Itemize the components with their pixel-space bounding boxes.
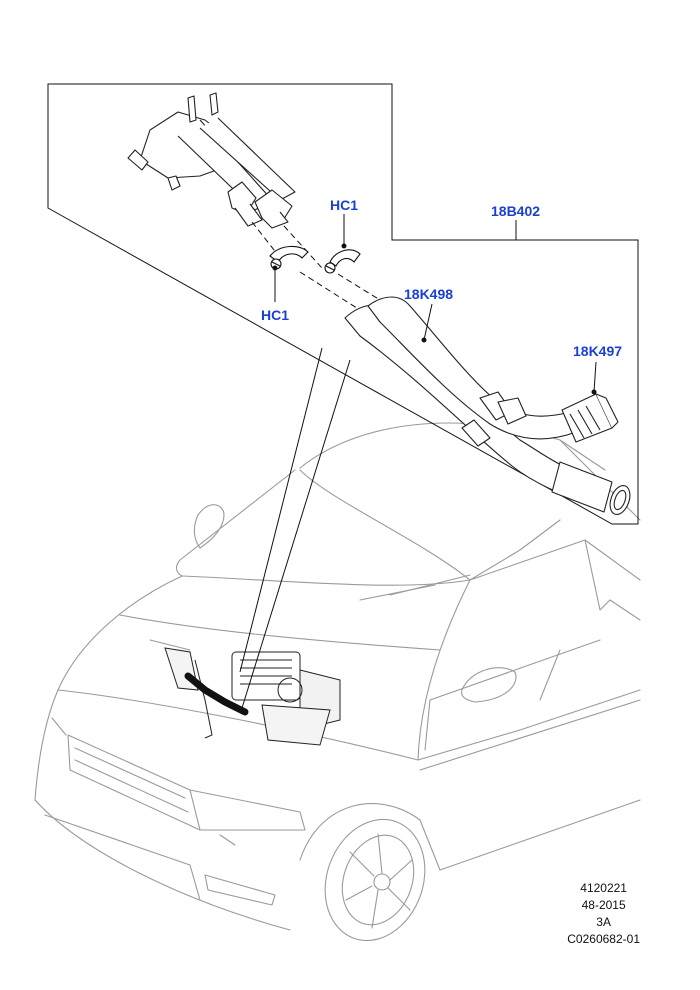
reference-date: 48-2015 bbox=[581, 898, 626, 912]
callout-18b402: 18B402 bbox=[491, 203, 540, 219]
reference-code: C0260682-01 bbox=[567, 932, 640, 946]
heater-core bbox=[127, 92, 296, 229]
reference-number: 4120221 bbox=[580, 881, 627, 895]
callout-18k498: 18K498 bbox=[404, 286, 453, 302]
callout-hc1-top: HC1 bbox=[330, 197, 358, 213]
callout-hc1-bottom: HC1 bbox=[261, 307, 289, 323]
zoom-lines bbox=[239, 347, 351, 709]
heater-hose-assembly bbox=[344, 296, 631, 515]
diagram-reference-block: 4120221 48-2015 3A C0260682-01 bbox=[567, 880, 640, 948]
vehicle-outline bbox=[34, 422, 641, 942]
reference-revision: 3A bbox=[596, 915, 611, 929]
leader-lines bbox=[272, 214, 597, 395]
hose-clamp-right bbox=[324, 249, 361, 274]
callout-18k497: 18K497 bbox=[573, 343, 622, 359]
hvac-unit-location bbox=[164, 647, 341, 746]
detail-callout-box bbox=[47, 83, 639, 525]
